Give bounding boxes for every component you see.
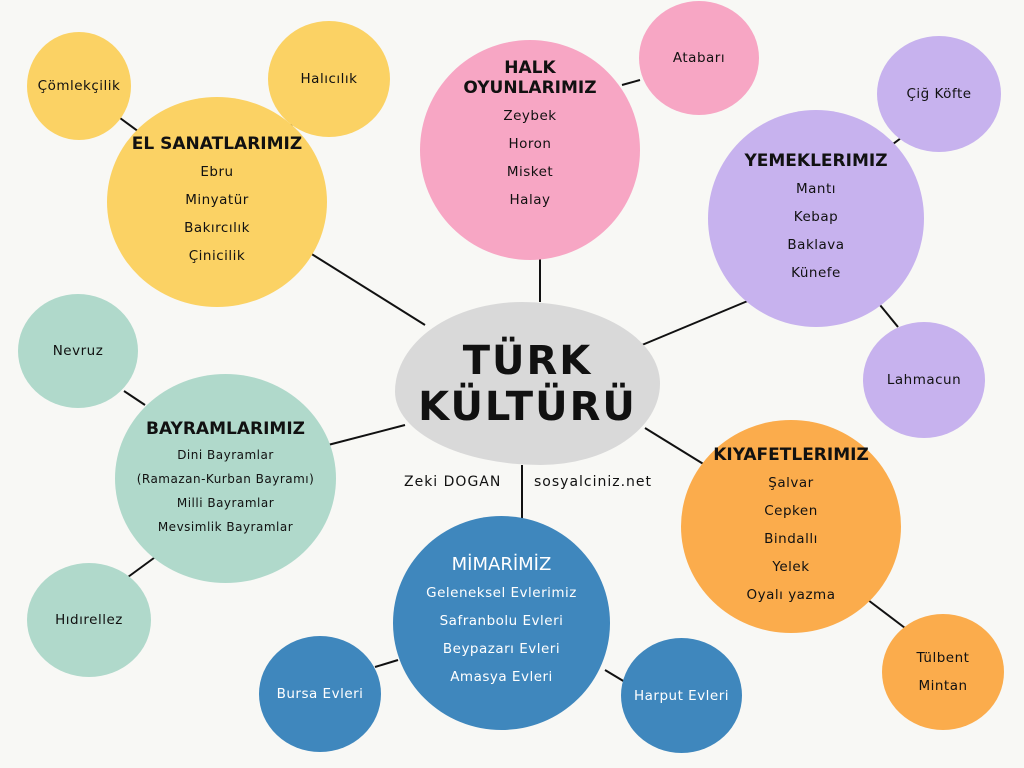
- satellite-cig-kofte: Çiğ Köfte: [877, 36, 1001, 152]
- node-item: Safranbolu Evleri: [439, 613, 564, 629]
- author-name: Zeki DOGAN: [404, 474, 502, 490]
- satellite-label: Çömlekçilik: [37, 78, 121, 94]
- node-title: KIYAFETLERIMIZ: [713, 444, 869, 465]
- website: sosyalciniz.net: [534, 474, 653, 490]
- node-title: HALK: [504, 58, 556, 78]
- node-title: OYUNLARIMIZ: [463, 78, 597, 98]
- node-item: Cepken: [764, 502, 818, 519]
- node-item: Oyalı yazma: [746, 586, 836, 603]
- node-item: Misket: [506, 164, 554, 180]
- node-item: Bindallı: [764, 530, 818, 547]
- satellite-halicilik: Halıcılık: [268, 21, 390, 137]
- node-bayramlar: BAYRAMLARIMIZ Dini Bayramlar (Ramazan-Kur…: [115, 374, 336, 583]
- satellite-label: Mintan: [918, 678, 968, 694]
- node-item: Dini Bayramlar: [177, 447, 274, 462]
- satellite-bursa-evleri: Bursa Evleri: [259, 636, 381, 752]
- satellite-lahmacun: Lahmacun: [863, 322, 985, 438]
- node-item: Halay: [509, 192, 551, 208]
- node-item: Mevsimlik Bayramlar: [157, 519, 294, 534]
- node-title: EL SANATLARIMIZ: [131, 134, 303, 154]
- node-item: Künefe: [791, 264, 841, 281]
- node-item: Minyatür: [185, 192, 249, 208]
- satellite-nevruz: Nevruz: [18, 294, 138, 408]
- satellite-harput-evleri: Harput Evleri: [621, 638, 742, 753]
- center-title-1: TÜRK: [462, 337, 593, 384]
- node-item: Zeybek: [503, 108, 557, 124]
- node-title: BAYRAMLARIMIZ: [146, 418, 305, 439]
- satellite-label: Çiğ Köfte: [906, 86, 972, 102]
- satellite-comlekcilik: Çömlekçilik: [27, 32, 131, 140]
- node-item: Milli Bayramlar: [176, 495, 275, 510]
- node-item: (Ramazan-Kurban Bayramı): [136, 471, 315, 486]
- node-item: Ebru: [200, 164, 234, 180]
- node-item: Şalvar: [768, 474, 814, 491]
- node-item: Mantı: [795, 180, 837, 197]
- center-title-2: KÜLTÜRÜ: [418, 383, 637, 430]
- satellite-label: Hıdırellez: [55, 612, 123, 628]
- satellite-atabari: Atabarı: [639, 1, 759, 115]
- satellite-label: Nevruz: [52, 343, 104, 359]
- satellite-label: Atabarı: [672, 50, 726, 66]
- node-title: MİMARİMİZ: [451, 554, 552, 575]
- satellite-label: Tülbent: [916, 650, 970, 666]
- node-item: Amasya Evleri: [450, 669, 553, 685]
- node-title: YEMEKLERIMIZ: [744, 150, 888, 171]
- node-item: Baklava: [787, 236, 845, 253]
- node-item: Bakırcılık: [184, 220, 250, 236]
- satellite-label: Lahmacun: [886, 372, 962, 388]
- node-item: Kebap: [793, 208, 839, 225]
- satellite-label: Bursa Evleri: [276, 686, 364, 702]
- node-item: Çinicilik: [188, 248, 246, 264]
- satellite-hidirellez: Hıdırellez: [27, 563, 151, 677]
- node-item: Yelek: [772, 558, 810, 575]
- node-item: Horon: [508, 136, 552, 152]
- node-item: Geleneksel Evlerimiz: [426, 585, 577, 601]
- satellite-label: Halıcılık: [300, 71, 358, 87]
- satellite-label: Harput Evleri: [633, 687, 730, 704]
- node-item: Beypazarı Evleri: [442, 641, 561, 657]
